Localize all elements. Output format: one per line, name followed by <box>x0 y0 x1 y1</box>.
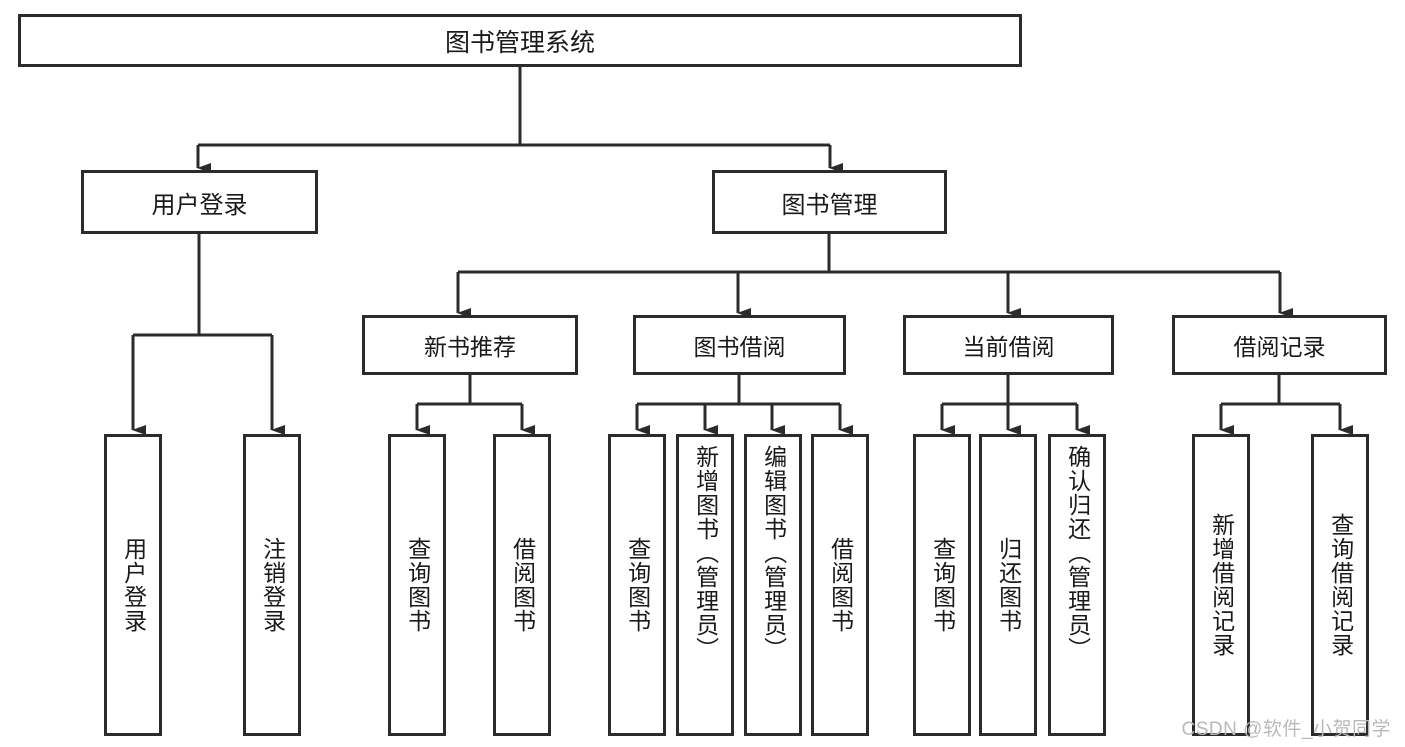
node-label: 图书管理系统 <box>444 28 595 57</box>
leaf-edit-book-admin[interactable]: 编辑图书（管理员） <box>744 434 802 736</box>
leaf-borrow-book-recommend[interactable]: 借阅图书 <box>493 434 551 736</box>
node-new-book-recommend[interactable]: 新书推荐 <box>362 315 578 375</box>
leaf-return-book[interactable]: 归还图书 <box>979 434 1037 736</box>
node-label: 用户登录 <box>120 537 147 633</box>
node-label: 新增借阅记录 <box>1208 513 1235 657</box>
node-borrow-record[interactable]: 借阅记录 <box>1172 315 1387 375</box>
node-label: 归还图书 <box>995 537 1022 633</box>
node-label: 新增图书（管理员） <box>692 445 719 661</box>
node-label: 借阅图书 <box>509 537 536 633</box>
leaf-query-book-recommend[interactable]: 查询图书 <box>388 434 446 736</box>
leaf-user-login[interactable]: 用户登录 <box>104 434 162 736</box>
node-current-borrow[interactable]: 当前借阅 <box>903 315 1114 375</box>
leaf-add-borrow-record[interactable]: 新增借阅记录 <box>1192 434 1250 736</box>
node-user-login[interactable]: 用户登录 <box>81 170 318 234</box>
node-label: 确认归还（管理员） <box>1064 445 1091 661</box>
node-root-system[interactable]: 图书管理系统 <box>18 14 1022 67</box>
csdn-watermark: CSDN @软件_小贺同学 <box>1181 719 1391 740</box>
node-book-management[interactable]: 图书管理 <box>712 170 947 234</box>
node-label: 注销登录 <box>259 537 286 633</box>
node-label: 编辑图书（管理员） <box>760 445 787 661</box>
leaf-borrow-book[interactable]: 借阅图书 <box>811 434 869 736</box>
leaf-query-book-current[interactable]: 查询图书 <box>913 434 971 736</box>
node-label: 借阅记录 <box>1233 334 1326 360</box>
leaf-query-borrow-record[interactable]: 查询借阅记录 <box>1311 434 1369 736</box>
node-label: 图书借阅 <box>693 334 786 360</box>
node-label: 查询图书 <box>404 537 431 633</box>
node-label: 借阅图书 <box>827 537 854 633</box>
leaf-add-book-admin[interactable]: 新增图书（管理员） <box>676 434 734 736</box>
node-label: 新书推荐 <box>424 334 516 360</box>
leaf-logout[interactable]: 注销登录 <box>243 434 301 736</box>
node-label: 查询图书 <box>624 537 651 633</box>
node-label: 查询图书 <box>929 537 956 633</box>
leaf-query-book-borrow[interactable]: 查询图书 <box>608 434 666 736</box>
node-book-borrow[interactable]: 图书借阅 <box>633 315 846 375</box>
node-label: 查询借阅记录 <box>1327 513 1354 657</box>
leaf-confirm-return-admin[interactable]: 确认归还（管理员） <box>1048 434 1106 736</box>
node-label: 图书管理 <box>781 191 878 219</box>
node-label: 用户登录 <box>151 191 248 219</box>
node-label: 当前借阅 <box>962 334 1055 360</box>
